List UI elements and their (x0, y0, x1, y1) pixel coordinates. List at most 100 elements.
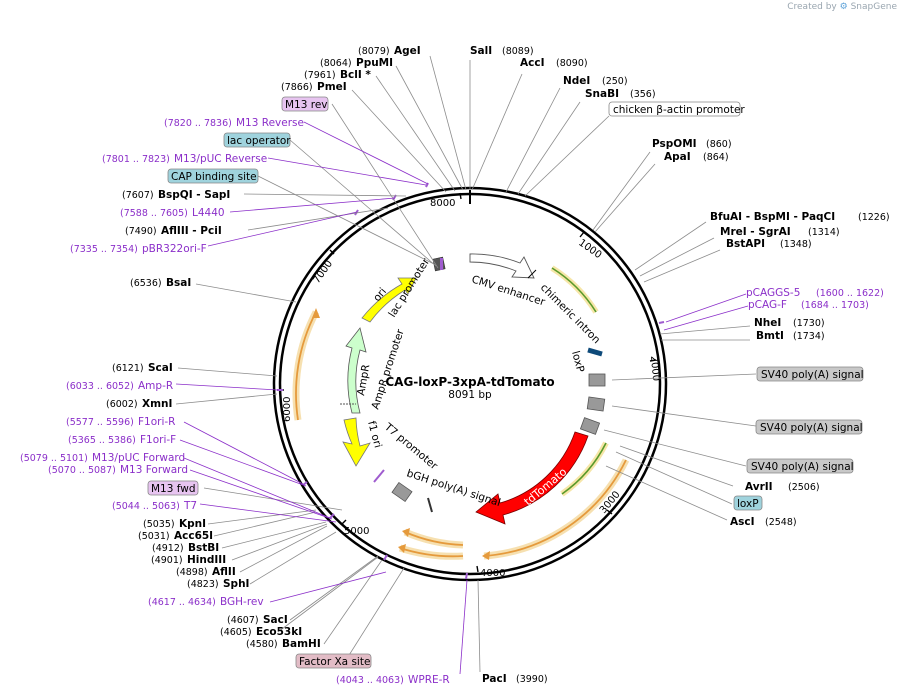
site-eco53ki[interactable]: Eco53kI (256, 626, 302, 638)
site-sphi-pos: (4823) (187, 579, 219, 590)
site-bspqi-group[interactable]: BspQI - SapI (158, 189, 230, 201)
primer-t7[interactable]: T7 (183, 500, 197, 512)
cmv-enhancer-arrow[interactable] (469, 253, 535, 279)
site-apai-pos: (864) (703, 152, 729, 163)
site-bamhi-pos: (4580) (246, 639, 278, 650)
primer-m13pucfwd[interactable]: M13/pUC Forward (92, 452, 185, 464)
site-bcli[interactable]: BclI * (340, 69, 371, 81)
site-avrii[interactable]: AvrII (745, 481, 773, 493)
site-kpni[interactable]: KpnI (179, 518, 206, 530)
site-bstbi[interactable]: BstBI (188, 542, 219, 554)
primer-l4440[interactable]: L4440 (192, 207, 225, 219)
site-acc65i-pos: (5031) (138, 531, 170, 542)
primer-m13rev[interactable]: M13 Reverse (236, 117, 304, 129)
tick-4000 (476, 565, 479, 573)
site-bsai[interactable]: BsaI (166, 277, 191, 289)
site-xmni[interactable]: XmnI (142, 398, 172, 410)
site-hindiii-pos: (4901) (151, 555, 183, 566)
site-saci[interactable]: SacI (263, 614, 288, 626)
box-lac-operator[interactable] (223, 132, 291, 148)
ruler-4000: 4000 (480, 568, 505, 579)
site-mrei-group[interactable]: MreI - SgrAI (720, 226, 791, 238)
f1-ori-arrow[interactable] (342, 417, 371, 467)
site-pmei-pos: (7866) (281, 82, 313, 93)
box-chicken-actin-label: chicken β-actin promoter (613, 104, 745, 116)
backbone-marks (277, 182, 665, 580)
site-apai[interactable]: ApaI (664, 151, 691, 163)
ori-arrow[interactable] (361, 277, 417, 323)
box-loxp[interactable] (733, 495, 763, 511)
site-sali[interactable]: SalI (470, 45, 492, 57)
tdtomato-label: tdTomato (522, 465, 570, 508)
primer-f1orir[interactable]: F1ori-R (138, 416, 175, 428)
box-sv40-2[interactable] (755, 419, 863, 435)
right-boxes: chicken β-actin promoter SV40 poly(A) si… (608, 101, 864, 511)
site-asci[interactable]: AscI (730, 516, 755, 528)
box-m13fwd-label: M13 fwd (151, 483, 196, 495)
primer-ampr-range: (6033 .. 6052) (66, 381, 134, 392)
site-ppumi[interactable]: PpuMI (356, 57, 393, 69)
site-acc65i[interactable]: Acc65I (174, 530, 213, 542)
snapgene-logo: ⚙ (839, 2, 848, 12)
primer-pbr322[interactable]: pBR322ori-F (142, 243, 207, 255)
left-leaders (175, 55, 468, 675)
primer-pcagf[interactable]: pCAG-F (748, 299, 787, 311)
site-paci[interactable]: PacI (482, 673, 507, 685)
site-pspomi[interactable]: PspOMI (652, 138, 697, 150)
primer-m13rev-range: (7820 .. 7836) (164, 118, 232, 129)
box-sv40-1[interactable] (756, 366, 864, 382)
box-sv40-3[interactable] (746, 458, 854, 474)
box-factor-xa[interactable] (295, 653, 372, 669)
ruler-1000: 1000 (576, 237, 603, 261)
primer-bghrev[interactable]: BGH-rev (220, 596, 264, 608)
site-bamhi[interactable]: BamHI (282, 638, 321, 650)
site-scai-pos: (6121) (112, 363, 144, 374)
box-lac-operator-label: lac operator (227, 135, 291, 147)
primer-ampr[interactable]: Amp-R (138, 380, 173, 392)
lac-promoter-label: lac promoter (386, 256, 432, 320)
bgh-polya-box[interactable] (391, 481, 413, 503)
site-aflii-pos: (4898) (176, 567, 208, 578)
primer-wprer[interactable]: WPRE-R (408, 674, 450, 686)
site-scai[interactable]: ScaI (148, 362, 173, 374)
sv40-polya-3[interactable] (579, 417, 601, 435)
sv40-polya-2[interactable] (586, 396, 606, 412)
tdtomato-arrow[interactable] (475, 431, 589, 525)
site-bfuai-group[interactable]: BfuAI - BspMI - PaqCI (710, 211, 835, 223)
sv40-polya-1[interactable] (588, 373, 606, 387)
site-kpni-pos: (5035) (143, 519, 175, 530)
plasmid-name: CAG-loxP-3xpA-tdTomato (385, 375, 554, 389)
primer-pcaggs5[interactable]: pCAGGS-5 (746, 287, 800, 299)
site-aflii[interactable]: AflII (212, 566, 236, 578)
site-snabi[interactable]: SnaBI (585, 88, 619, 100)
tick-1000 (579, 231, 585, 238)
site-hindiii[interactable]: HindIII (187, 554, 226, 566)
site-afliii-group[interactable]: AflIII - PciI (161, 225, 222, 237)
box-m13rev[interactable] (281, 96, 329, 112)
bgh-marker (427, 497, 433, 513)
box-chicken-actin[interactable] (608, 101, 741, 117)
lac-promoter-box[interactable] (432, 256, 446, 272)
site-ndei[interactable]: NdeI (563, 75, 590, 87)
site-agei[interactable]: AgeI (394, 45, 421, 57)
site-acci-pos: (8090) (556, 58, 588, 69)
site-bstapi[interactable]: BstAPI (726, 238, 765, 250)
site-sphi[interactable]: SphI (223, 578, 249, 590)
credit-prefix: Created by (787, 2, 837, 12)
primer-f1orif[interactable]: F1ori-F (140, 434, 176, 446)
left-primers: (7820 .. 7836) M13 Reverse (7801 .. 7823… (20, 117, 450, 686)
loxp-feature[interactable] (587, 347, 603, 357)
site-acci[interactable]: AccI (520, 57, 544, 69)
site-pmei[interactable]: PmeI (317, 81, 347, 93)
site-nhei[interactable]: NheI (754, 317, 781, 329)
site-ppumi-pos: (8064) (320, 58, 352, 69)
box-m13fwd[interactable] (147, 480, 199, 496)
primer-m13fwd[interactable]: M13 Forward (120, 464, 188, 476)
box-cap-binding[interactable] (167, 168, 259, 184)
site-bmti[interactable]: BmtI (756, 330, 784, 342)
left-boxes: M13 rev lac operator CAP binding site M1… (147, 96, 372, 669)
site-saci-pos: (4607) (227, 615, 259, 626)
ampr-arrow[interactable] (345, 327, 367, 414)
primer-m13pucrev[interactable]: M13/pUC Reverse (174, 153, 267, 165)
